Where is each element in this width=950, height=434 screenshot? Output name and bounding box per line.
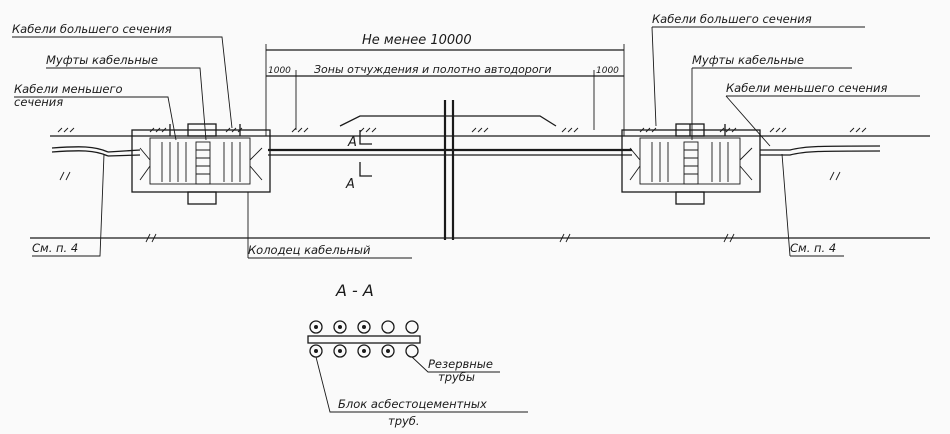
pipe-filled bbox=[357, 344, 371, 358]
section-mark-a-top: А bbox=[347, 135, 357, 150]
offset-right-label: 1000 bbox=[596, 66, 619, 76]
cable-well-leader bbox=[247, 192, 412, 259]
small-cables-left-leader bbox=[14, 96, 177, 141]
couplings-left-label: Муфты кабельные bbox=[46, 53, 158, 67]
section-mark-bottom-arrow bbox=[359, 162, 372, 177]
right-cable-small-2 bbox=[760, 150, 881, 156]
ground-break-ticks bbox=[59, 171, 841, 181]
left-cable-small-1 bbox=[51, 146, 109, 153]
zone-label: Зоны отчуждения и полотно автодороги bbox=[314, 63, 552, 76]
bottom-break-ticks bbox=[145, 233, 735, 243]
block-pipes-leader bbox=[315, 356, 528, 413]
section-title: А - А bbox=[335, 281, 374, 300]
see-note-left-label: См. п. 4 bbox=[32, 241, 78, 255]
reserve-pipes-leader bbox=[411, 356, 500, 373]
couplings-right-leader bbox=[691, 67, 852, 140]
see-note-left-leader bbox=[32, 153, 105, 257]
small-cables-left-label-1: Кабели меньшего bbox=[14, 82, 123, 96]
large-cables-left-leader bbox=[12, 36, 233, 129]
pipe-row-top bbox=[309, 320, 419, 334]
small-cables-left-label-2: сечения bbox=[14, 95, 63, 109]
section-mark-top-arrow bbox=[359, 130, 372, 145]
couplings-left-leader bbox=[46, 67, 207, 141]
block-pipes-label-2: труб. bbox=[388, 414, 420, 428]
couplings-right-label: Муфты кабельные bbox=[692, 53, 804, 67]
cable-well-right bbox=[621, 123, 761, 205]
small-cables-right-leader bbox=[725, 95, 920, 147]
pipe-reserve bbox=[381, 320, 395, 334]
cable-well-left bbox=[131, 123, 271, 205]
large-cables-left-label: Кабели большего сечения bbox=[12, 22, 172, 36]
see-note-right-leader bbox=[781, 153, 844, 257]
reserve-pipes-label-1: Резервные bbox=[428, 357, 493, 371]
pipe-filled bbox=[357, 320, 371, 334]
pipe-row-bottom bbox=[309, 344, 419, 358]
pipe-reserve bbox=[405, 320, 419, 334]
pipe-filled bbox=[333, 320, 347, 334]
road-surface bbox=[339, 115, 557, 127]
pipe-block-section bbox=[307, 320, 421, 358]
pipe-filled bbox=[381, 344, 395, 358]
pipe-filled bbox=[333, 344, 347, 358]
min-distance-label: Не менее 10000 bbox=[362, 33, 472, 48]
cable-well-label: Колодец кабельный bbox=[248, 243, 371, 257]
small-cables-right-label: Кабели меньшего сечения bbox=[726, 81, 887, 95]
reserve-pipes-label-2: трубы bbox=[438, 370, 475, 384]
block-pipes-label-1: Блок асбестоцементных bbox=[338, 397, 487, 411]
pipe-reserve bbox=[405, 344, 419, 358]
left-cable-small-2 bbox=[51, 150, 109, 157]
large-cables-right-label: Кабели большего сечения bbox=[652, 12, 812, 26]
right-cable-small-1 bbox=[760, 145, 881, 151]
offset-left-label: 1000 bbox=[268, 66, 291, 76]
pipe-filled bbox=[309, 320, 323, 334]
see-note-right-label: См. п. 4 bbox=[790, 241, 836, 255]
large-cables-right-leader bbox=[651, 26, 865, 127]
left-cable-entry bbox=[107, 149, 141, 157]
section-mark-a-bottom: А bbox=[345, 177, 355, 192]
